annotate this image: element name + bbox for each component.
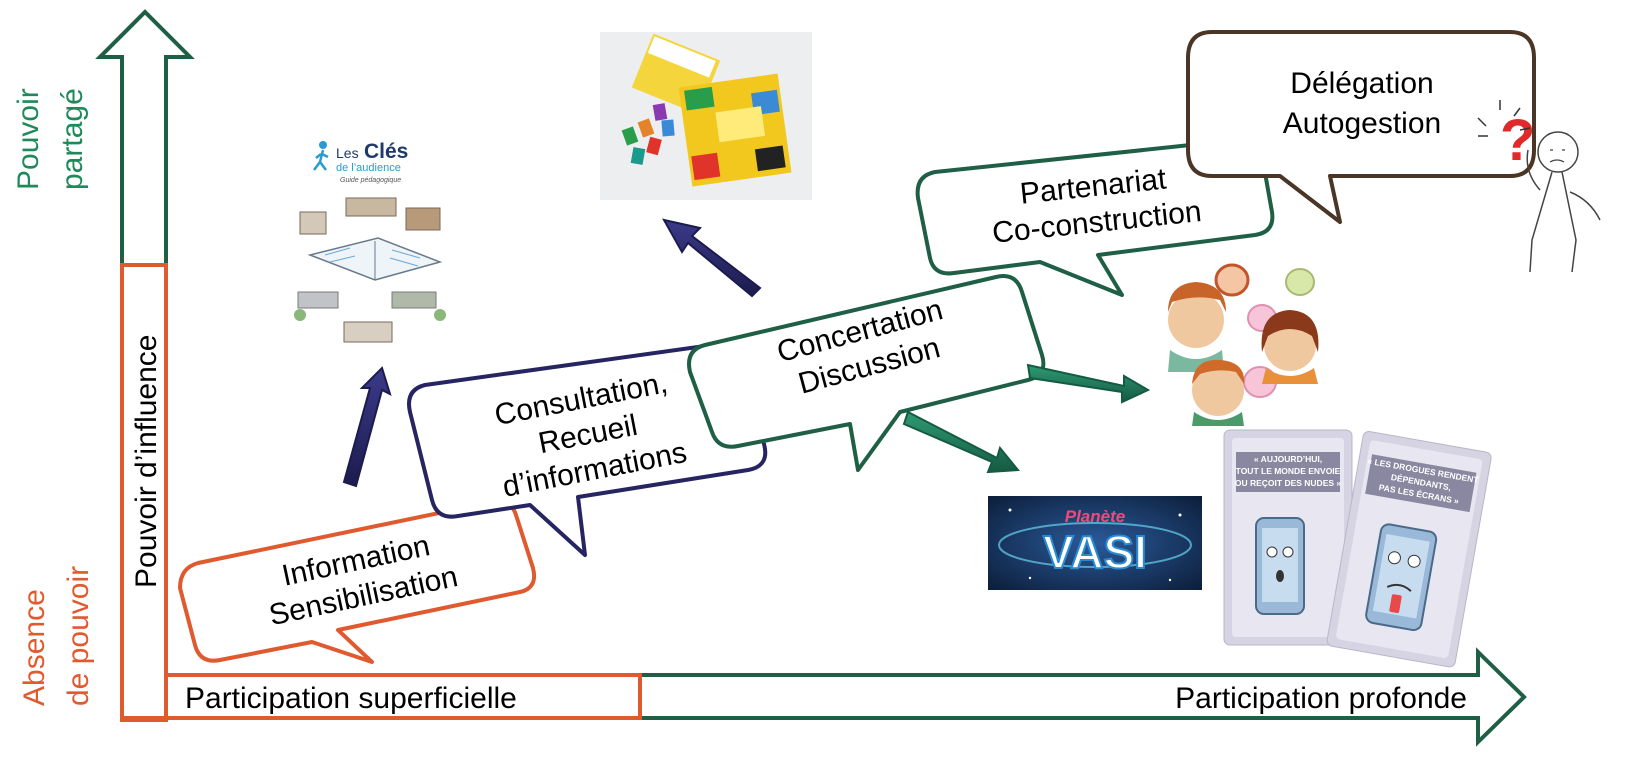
- phone-card-1: « AUJOURD’HUI, TOUT LE MONDE ENVOIE OU R…: [1223, 429, 1353, 646]
- shared-power-label: Pouvoir partagé: [12, 88, 89, 190]
- vasi-line2: VASI: [1043, 526, 1147, 578]
- horizontal-axis: Participation superficielle Participatio…: [122, 647, 1527, 747]
- board-game-image: [600, 32, 812, 200]
- cles-title-cles: Clés: [364, 140, 408, 163]
- teal-arrow-downright: [902, 410, 1021, 474]
- cles-audience-image: Les Clés de l’audience Guide pédagogique: [290, 135, 460, 360]
- bubble-delegation-line1: Délégation: [1290, 67, 1433, 100]
- walking-person-icon: [313, 141, 329, 171]
- phone-card-2: « LES DROGUES RENDENT DÉPENDANTS, PAS LE…: [1326, 431, 1492, 668]
- talking-people-icon: [1168, 263, 1319, 426]
- phone-card-1-banner: [1236, 452, 1340, 492]
- shared-power-arrow: [95, 9, 195, 267]
- phone-card-2-banner: [1365, 454, 1477, 513]
- cles-subtitle: de l’audience: [336, 162, 401, 174]
- cles-title-les: Les: [336, 145, 359, 161]
- bubble-delegation: Délégation Autogestion: [1186, 30, 1536, 224]
- influence-power-label: Pouvoir d’influence: [130, 335, 163, 589]
- shared-power-line2: partagé: [56, 88, 89, 190]
- confused-person-icon: ?: [1477, 100, 1601, 273]
- talking-people-image: [1168, 263, 1319, 426]
- bubble-concertation: Concertation Discussion: [687, 274, 1046, 472]
- deep-participation-label: Participation profonde: [1175, 682, 1467, 715]
- bubble-delegation-line2: Autogestion: [1283, 107, 1441, 140]
- board-game-icon: [678, 73, 792, 187]
- smartphone-character-icon: [1255, 517, 1305, 615]
- vertical-axis: Pouvoir d’influence: [95, 9, 195, 722]
- planete-vasi-image: Planète VASI: [988, 496, 1202, 590]
- vasi-line1: Planète: [1065, 507, 1125, 526]
- navy-arrow-up: [342, 366, 392, 488]
- superficial-participation-label: Participation superficielle: [185, 682, 517, 715]
- navy-arrow-upleft: [662, 218, 762, 298]
- card1-line1: « AUJOURD’HUI,: [1254, 454, 1322, 464]
- space-logo-icon: [998, 508, 1192, 582]
- phone-cards-image: « AUJOURD’HUI, TOUT LE MONDE ENVOIE OU R…: [1223, 429, 1492, 668]
- deep-participation-arrow: [638, 647, 1527, 747]
- card1-line3: OU REÇOIT DES NUDES »: [1235, 478, 1342, 488]
- card1-line2: TOUT LE MONDE ENVOIE: [1236, 466, 1341, 476]
- no-power-line1: Absence: [18, 589, 51, 706]
- confused-person-image: ?: [1477, 100, 1601, 273]
- bubble-consultation: Consultation, Recueil d’informations: [407, 342, 768, 557]
- superficial-participation-box: [164, 673, 642, 720]
- cles-guide: Guide pédagogique: [340, 177, 401, 184]
- no-power-line2: de pouvoir: [62, 566, 95, 706]
- shared-power-line1: Pouvoir: [12, 88, 45, 190]
- no-power-label: Absence de pouvoir: [18, 566, 95, 706]
- question-mark-icon: ?: [1500, 108, 1535, 173]
- teal-arrow-right: [1026, 363, 1151, 404]
- bubble-information: Information Sensibilisation: [178, 498, 537, 664]
